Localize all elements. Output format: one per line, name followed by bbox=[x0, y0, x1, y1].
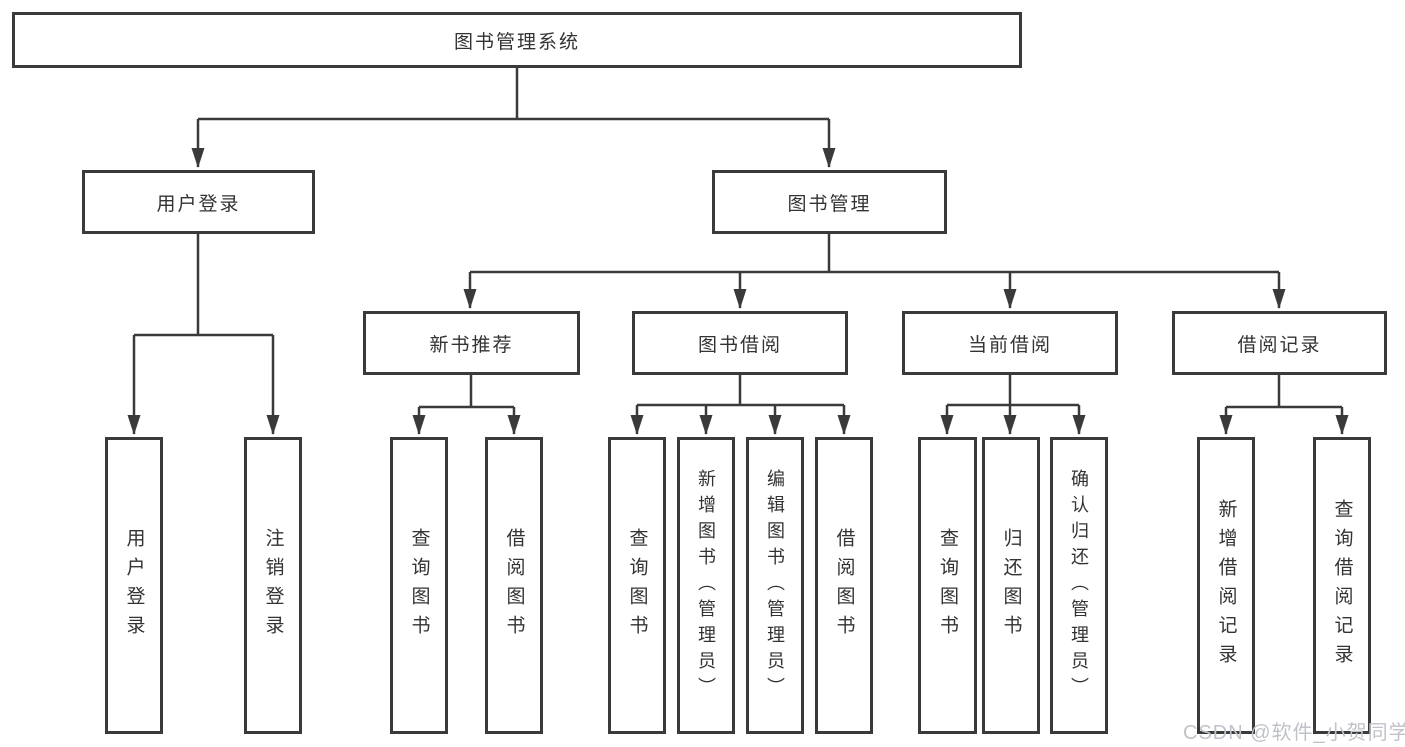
node-root-label: 图书管理系统 bbox=[453, 31, 580, 53]
branch-user-login bbox=[134, 234, 273, 337]
node-leaf-nbr-borrow-books-label: 借阅图书 bbox=[503, 527, 525, 644]
node-leaf-cb-confirm-return-admin: 确认归还（管理员） bbox=[1050, 437, 1108, 734]
node-book-mgmt-label: 图书管理 bbox=[787, 193, 872, 215]
node-leaf-br-query-record-label: 查询借阅记录 bbox=[1331, 498, 1353, 673]
node-new-book-rec: 新书推荐 bbox=[363, 311, 580, 375]
node-current-borrow-label: 当前借阅 bbox=[967, 334, 1052, 356]
branch-borrow-record bbox=[1226, 375, 1342, 409]
node-leaf-bb-borrow-books-label: 借阅图书 bbox=[833, 527, 855, 644]
branch-new-book-rec bbox=[419, 375, 514, 409]
node-leaf-bb-edit-books-admin-label: 编辑图书（管理员） bbox=[765, 468, 785, 703]
node-new-book-rec-label: 新书推荐 bbox=[429, 334, 514, 356]
node-book-mgmt: 图书管理 bbox=[712, 170, 947, 234]
node-leaf-nbr-borrow-books: 借阅图书 bbox=[485, 437, 543, 734]
node-leaf-nbr-query-books-label: 查询图书 bbox=[408, 527, 430, 644]
node-leaf-bb-query-books-label: 查询图书 bbox=[626, 527, 648, 644]
node-leaf-bb-add-books-admin-label: 新增图书（管理员） bbox=[696, 468, 716, 703]
node-leaf-nbr-query-books: 查询图书 bbox=[390, 437, 448, 734]
node-current-borrow: 当前借阅 bbox=[902, 311, 1118, 375]
node-leaf-cb-confirm-return-admin-label: 确认归还（管理员） bbox=[1069, 468, 1089, 703]
node-leaf-bb-borrow-books: 借阅图书 bbox=[815, 437, 873, 734]
node-user-login-label: 用户登录 bbox=[156, 193, 241, 215]
node-leaf-bb-edit-books-admin: 编辑图书（管理员） bbox=[746, 437, 804, 734]
node-leaf-cb-query-books: 查询图书 bbox=[918, 437, 977, 734]
branch-book-mgmt bbox=[470, 234, 1279, 274]
node-root: 图书管理系统 bbox=[12, 12, 1022, 68]
node-leaf-br-add-record: 新增借阅记录 bbox=[1197, 437, 1255, 734]
branch-book-borrow bbox=[637, 375, 844, 407]
node-book-borrow-label: 图书借阅 bbox=[697, 334, 782, 356]
node-leaf-cb-return-books-label: 归还图书 bbox=[1000, 527, 1022, 644]
connector-group bbox=[127, 68, 1349, 435]
node-leaf-cb-query-books-label: 查询图书 bbox=[937, 527, 958, 644]
node-leaf-logout: 注销登录 bbox=[244, 437, 302, 734]
node-leaf-logout-label: 注销登录 bbox=[262, 527, 284, 644]
node-book-borrow: 图书借阅 bbox=[632, 311, 848, 375]
node-leaf-bb-query-books: 查询图书 bbox=[608, 437, 666, 734]
csdn-watermark: CSDN @软件_小贺同学 bbox=[1183, 722, 1405, 744]
node-leaf-user-login: 用户登录 bbox=[105, 437, 163, 734]
branch-current-borrow bbox=[947, 375, 1079, 407]
node-borrow-record-label: 借阅记录 bbox=[1237, 334, 1322, 356]
node-leaf-br-query-record: 查询借阅记录 bbox=[1313, 437, 1371, 734]
node-user-login: 用户登录 bbox=[82, 170, 315, 234]
node-leaf-bb-add-books-admin: 新增图书（管理员） bbox=[677, 437, 735, 734]
node-borrow-record: 借阅记录 bbox=[1172, 311, 1387, 375]
node-leaf-br-add-record-label: 新增借阅记录 bbox=[1215, 498, 1237, 673]
node-leaf-cb-return-books: 归还图书 bbox=[982, 437, 1040, 734]
branch-root bbox=[198, 68, 829, 121]
node-leaf-user-login-label: 用户登录 bbox=[123, 527, 145, 644]
